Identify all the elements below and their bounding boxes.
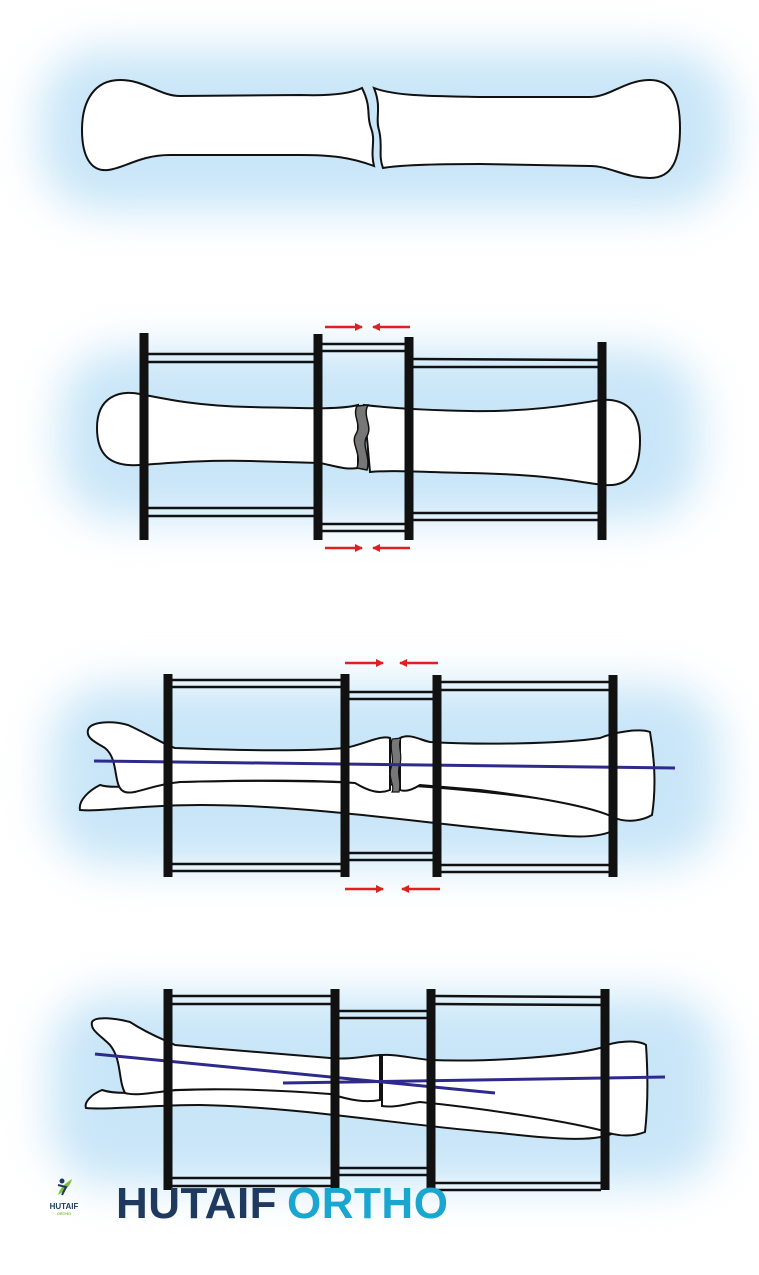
panel-4-fixator [163,989,610,1192]
panel-2-callus [353,404,370,471]
brand-word-1: HUTAIF [116,1179,278,1228]
logo-text: HUTAIF [49,1202,79,1211]
panel-3-fixator [163,674,618,877]
brand-word-2: ORTHO [287,1179,449,1228]
person-leaf-icon [57,1178,72,1196]
panel-3-compression-arrows [345,659,440,893]
brand-logo: HUTAIF ORTHO [44,1177,84,1219]
logo-subtext: ORTHO [56,1211,72,1216]
panel-1-bone [80,78,682,180]
panel-3-axis-line [93,759,676,770]
panel-2-bone [95,391,642,487]
panel-2-fixator [139,333,607,540]
panel-2-compression-arrows [325,323,410,552]
